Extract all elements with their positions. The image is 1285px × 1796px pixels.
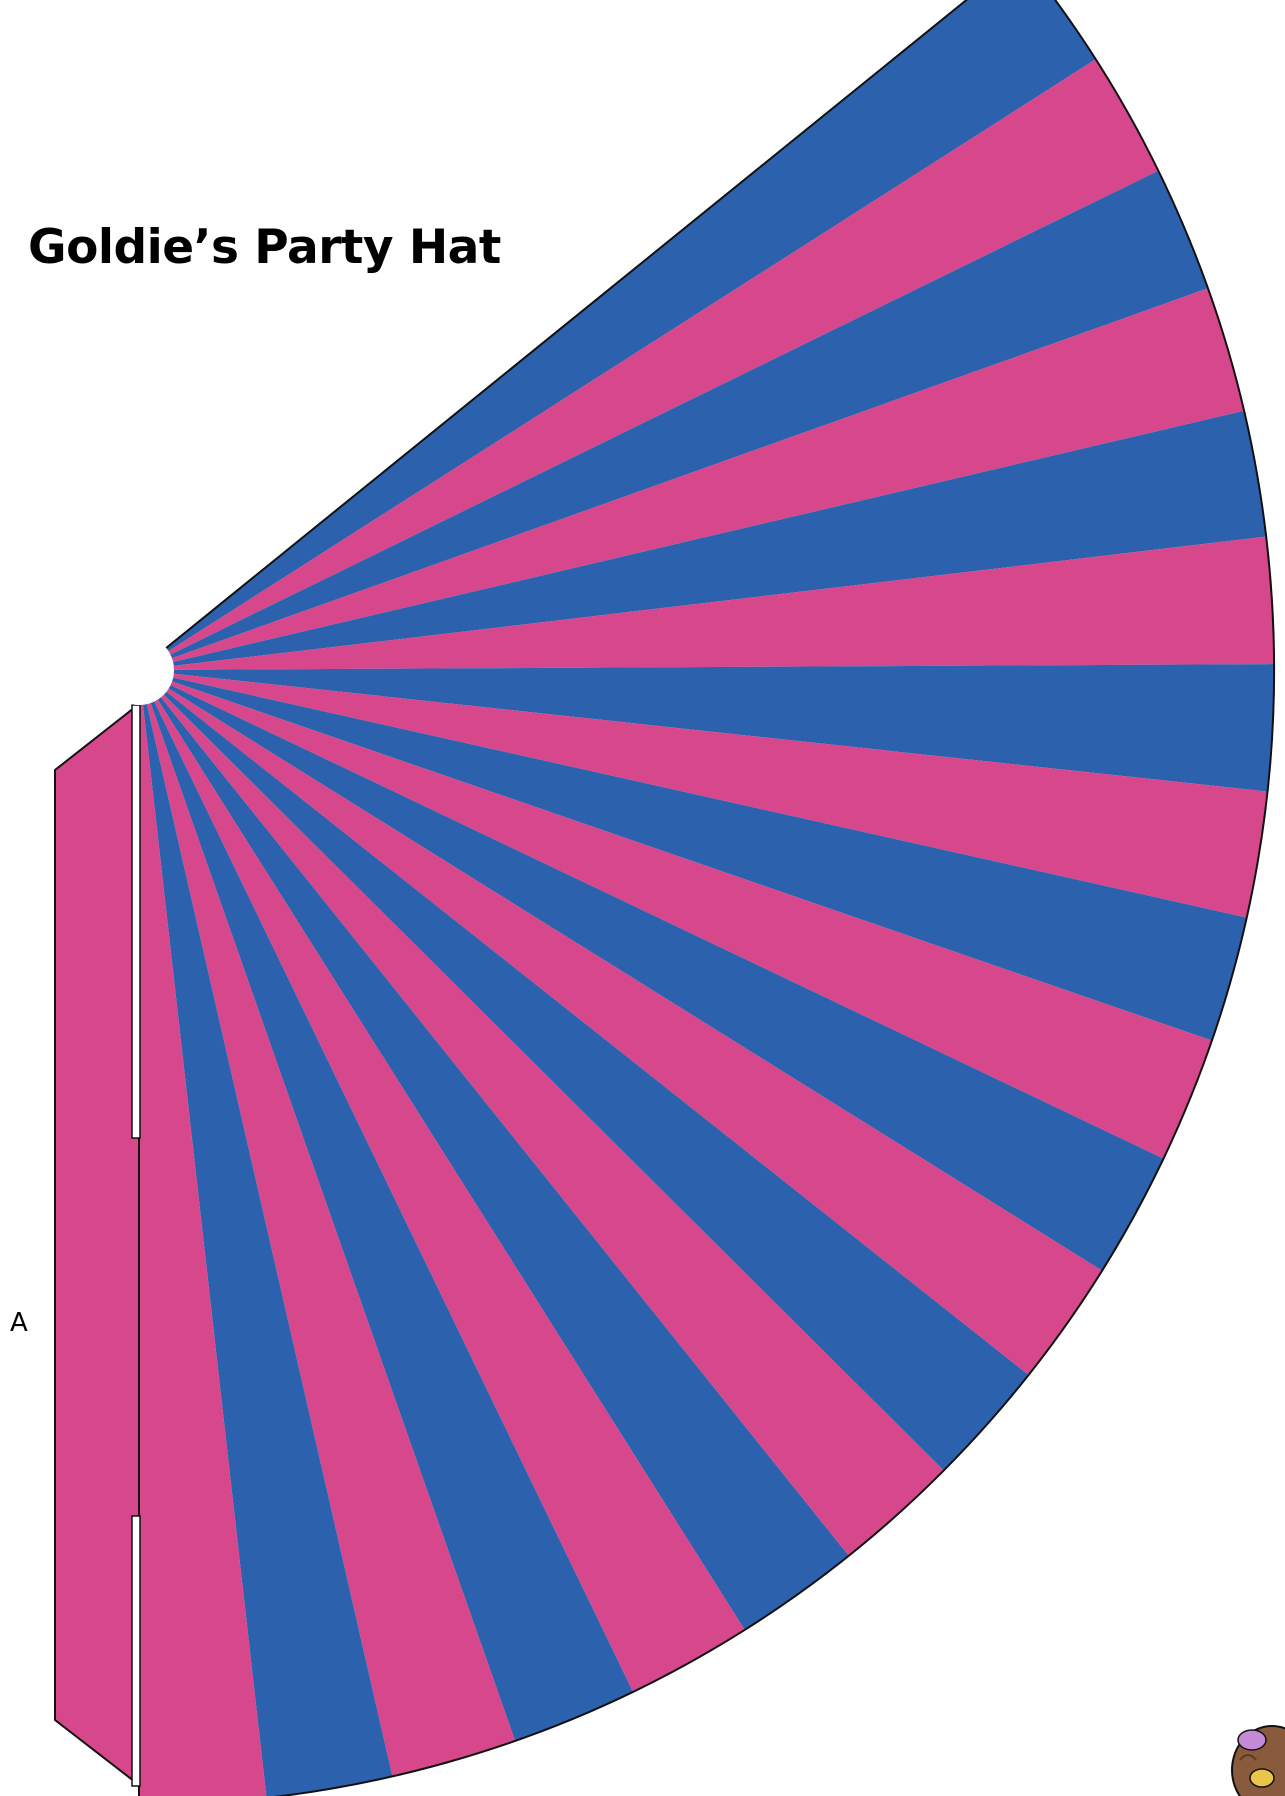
hat-stripe <box>139 670 944 1556</box>
hat-stripe <box>139 170 1208 670</box>
hat-stripes <box>139 0 1275 1796</box>
glue-tab <box>54 701 140 1788</box>
slit-bottom <box>131 1515 141 1787</box>
hat-stripe <box>139 664 1275 792</box>
page-title: Goldie’s Party Hat <box>28 220 501 275</box>
hat-stripe <box>139 536 1274 670</box>
slit-top <box>131 704 141 1139</box>
hat-stripe <box>139 288 1244 670</box>
hat-stripe <box>139 670 1247 1041</box>
hat-stripe <box>139 410 1267 670</box>
hat-stripe <box>139 670 516 1777</box>
hat-stripe <box>139 670 849 1630</box>
apex-notch <box>104 635 174 705</box>
glue-tab-label: A <box>10 1308 28 1338</box>
hat-stripe <box>139 670 1268 918</box>
hat-stripe <box>139 670 1029 1471</box>
goldie-mascot-icon <box>1231 1725 1285 1796</box>
hat-stripe <box>139 670 1164 1271</box>
hat-stripe <box>139 670 267 1796</box>
hat-stripe <box>139 670 1103 1375</box>
hat-stripe <box>139 670 745 1692</box>
hat-stripe <box>139 670 633 1741</box>
hat-stripe <box>139 670 393 1796</box>
hat-stripe <box>139 59 1159 671</box>
hat-stripe <box>139 0 1096 670</box>
hat-stripe <box>139 670 1212 1159</box>
hat-outline <box>138 0 1276 1796</box>
